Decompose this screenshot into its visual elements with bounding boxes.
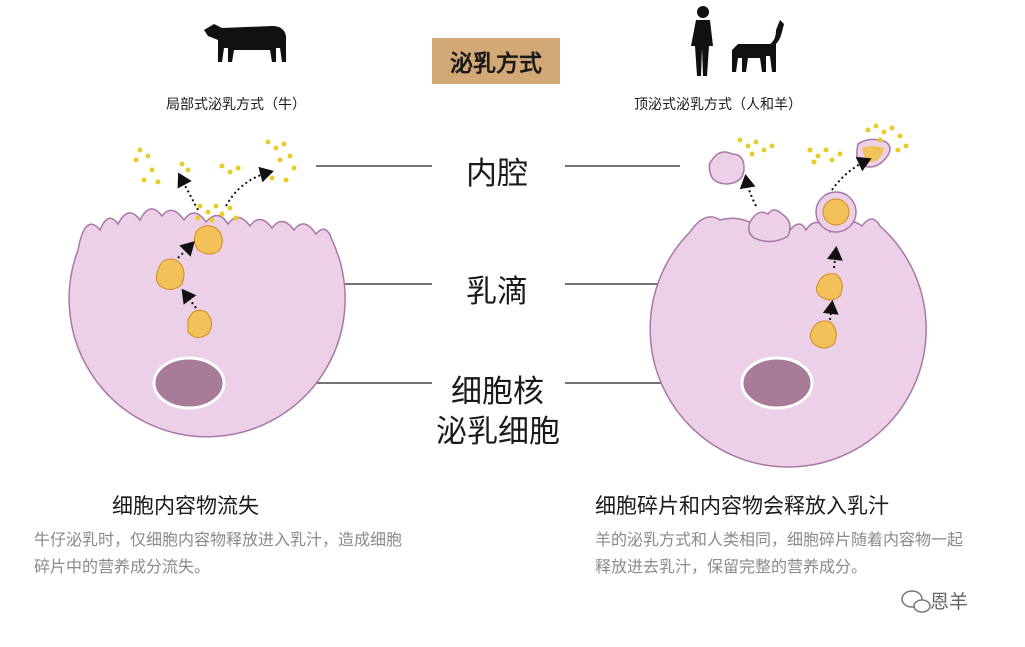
left-droplets: [155, 225, 223, 338]
person-icon: [691, 6, 713, 76]
droplet-label: 乳滴: [466, 274, 528, 310]
watermark: 恩羊: [930, 587, 968, 614]
left-method-label: 局部式泌乳方式（牛）: [166, 97, 306, 113]
right-heading: 细胞碎片和内容物会释放入乳汁: [595, 494, 889, 518]
right-secretory-cell: [649, 216, 927, 468]
right-droplets: [809, 273, 843, 349]
wechat-icon: [901, 590, 931, 613]
secretory-cell-label: 泌乳细胞: [436, 414, 560, 450]
lumen-label: 内腔: [466, 156, 528, 192]
right-description: 羊的泌乳方式和人类相同，细胞碎片随着内容物一起释放进去乳汁，保留完整的营养成分。: [595, 530, 964, 576]
left-milk-particles: [133, 139, 297, 223]
right-nucleus: [740, 356, 814, 410]
right-milk-particles: [737, 123, 909, 165]
left-nucleus: [152, 356, 226, 410]
diagram-title: 泌乳方式: [432, 38, 560, 84]
right-method-label: 顶泌式泌乳方式（人和羊）: [634, 97, 802, 113]
left-heading: 细胞内容物流失: [112, 494, 259, 518]
left-description: 牛仔泌乳时，仅细胞内容物释放进入乳汁，造成细胞碎片中的营养成分流失。: [34, 530, 403, 576]
goat-icon: [732, 20, 784, 72]
right-arrows: [739, 156, 872, 321]
cow-icon: [204, 24, 286, 62]
left-arrows: [177, 166, 274, 309]
nucleus-label: 细胞核: [451, 374, 544, 410]
watermark-text: 恩羊: [930, 591, 969, 613]
